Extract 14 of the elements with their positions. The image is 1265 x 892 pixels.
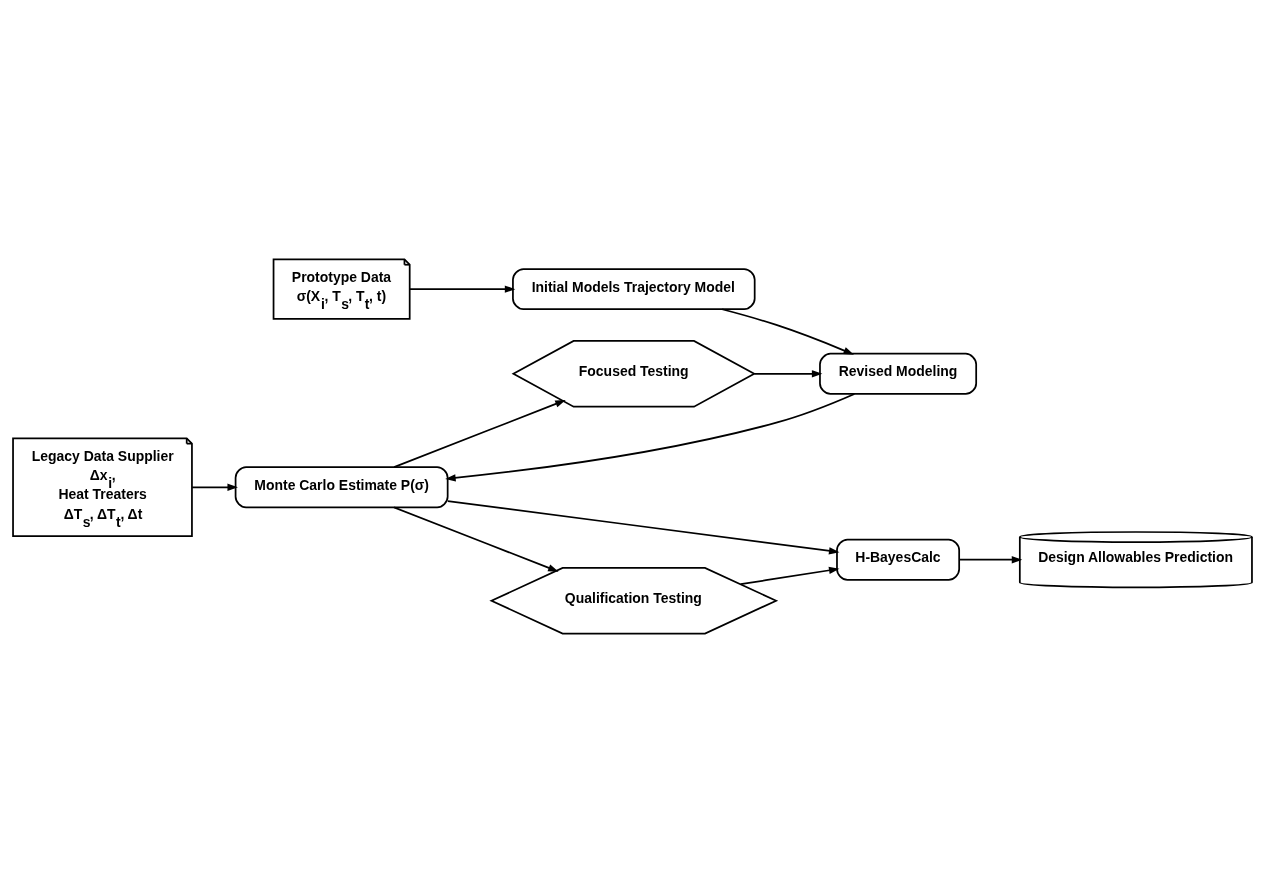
arrow (721, 307, 854, 355)
node-box: H-BayesCalc (836, 538, 961, 581)
arrow (446, 499, 840, 554)
node-box: Revised Modeling (819, 352, 978, 395)
node-box: Monte Carlo Estimate P(σ) (234, 465, 449, 508)
arrow (191, 483, 238, 491)
arrow (753, 369, 823, 377)
arrow (393, 399, 566, 468)
node-box: Initial Models Trajectory Model (512, 267, 756, 310)
arrow (409, 285, 516, 293)
arrow (393, 506, 559, 572)
arrow (958, 555, 1023, 563)
arrow (445, 392, 856, 481)
arrow (739, 566, 840, 585)
